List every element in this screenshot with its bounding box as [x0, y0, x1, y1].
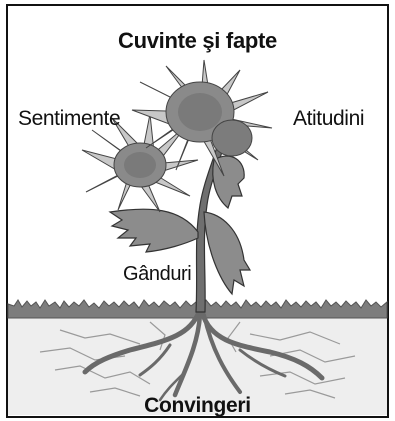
label-right: Atitudini [293, 108, 364, 129]
label-left: Sentimente [18, 108, 120, 129]
label-middle: Gânduri [123, 264, 191, 284]
leaf-lower-left [110, 209, 198, 252]
label-bottom: Convingeri [0, 395, 395, 416]
label-top: Cuvinte şi fapte [0, 30, 395, 52]
leaf-right [204, 212, 250, 294]
